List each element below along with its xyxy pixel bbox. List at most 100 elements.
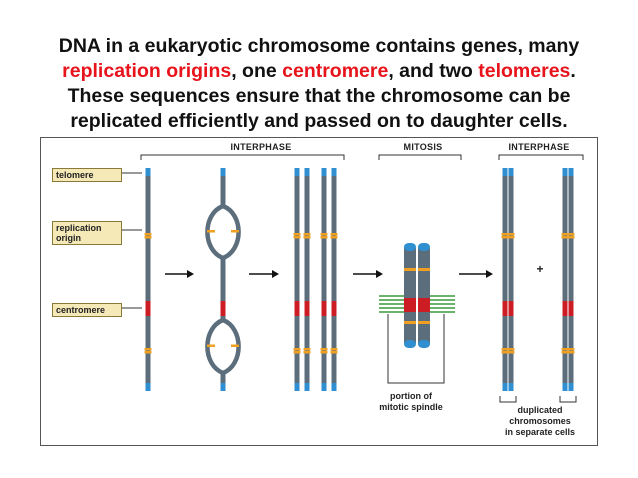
replicated-chromatids-2-b (331, 168, 337, 391)
phase-interphase-right: INTERPHASE (508, 142, 570, 152)
daughter-chromosome-1-b-telomere-bottom (508, 383, 514, 391)
replicated-chromatids-2-a (321, 168, 327, 391)
label-telomere: telomere (52, 168, 122, 182)
daughter-chromosome-2-b-telomere-bottom (568, 383, 574, 391)
phase-mitosis: MITOSIS (403, 142, 443, 152)
duplicated-note: duplicated chromosomes in separate cells (493, 405, 587, 438)
label-origin-line-2: origin (56, 233, 81, 243)
daughter-chromosome-2-a (562, 168, 568, 391)
daughter-chromosome-1-b-origin-2 (507, 348, 515, 351)
replicating-telomere-bottom (220, 383, 226, 391)
daughter-chromosome-1-b-centromere (508, 301, 514, 316)
daughter-chromosome-2-a-origin-1 (561, 236, 569, 239)
replicated-chromatids-1-b-telomere-bottom (304, 383, 310, 391)
replicated-chromatids-2-a-origin-3 (320, 351, 328, 354)
caption: DNA in a eukaryotic chromosome contains … (0, 34, 638, 134)
replicated-chromatids-1-b (304, 168, 310, 391)
daughter-chromosome-2-a-origin-3 (561, 351, 569, 354)
replicated-chromatids-1-b-centromere (304, 301, 310, 316)
label-centromere-text: centromere (56, 305, 106, 315)
chromosome-unreplicated-centromere (145, 301, 151, 316)
bracket-interphase-left (140, 154, 345, 160)
replicated-chromatids-1-a (294, 168, 300, 391)
replicated-chromatids-1-a-telomere-top (294, 168, 300, 176)
replicated-chromatids-2-b-telomere-top (331, 168, 337, 176)
replicated-chromatids-2-a-origin-0 (320, 233, 328, 236)
replicated-chromatids-2-b-origin-1 (330, 236, 338, 239)
caption-line-3: These sequences ensure that the chromoso… (67, 85, 571, 107)
arrow-right-icon-head (376, 270, 383, 278)
daughter-chromosome-1-a-origin-2 (501, 348, 509, 351)
duplicated-note-line-3: in separate cells (504, 427, 576, 437)
mitotic-chromatid-0-telomere-bottom (404, 340, 416, 348)
daughter-chromosome-1-b-telomere-top (508, 168, 514, 176)
replicated-chromatids-1-b-origin-1 (303, 236, 311, 239)
caption-line-1: DNA in a eukaryotic chromosome contains … (58, 35, 580, 57)
daughter-chromosome-1-a-centromere (502, 301, 508, 316)
replicated-chromatids-2-a-centromere (321, 301, 327, 316)
chromosome-unreplicated-origin-0 (144, 233, 152, 236)
bubble-origin-1-l (207, 344, 215, 347)
daughter-chromosome-1-b-origin-3 (507, 351, 515, 354)
daughter-chromosome-1-a-telomere-top (502, 168, 508, 176)
chromosome-unreplicated (145, 168, 151, 391)
daughter-chromosome-2-a-telomere-top (562, 168, 568, 176)
label-origin-line-1: replication (56, 223, 102, 233)
replicated-chromatids-1-a-origin-1 (293, 236, 301, 239)
term-replication-origins: replication origins (62, 60, 232, 82)
daughter-chromosome-1-b (508, 168, 514, 391)
daughter-chromosome-2-a-origin-2 (561, 348, 569, 351)
mitotic-chromatid-1-telomere-top (418, 243, 430, 251)
label-replication-origin: replication origin (52, 221, 122, 245)
daughter-bracket-1 (499, 396, 517, 403)
mitotic-chromatid-0-origin-bottom (404, 321, 416, 324)
mitotic-chromatid-1-centromere (418, 298, 430, 312)
spindle-note-line-2: mitotic spindle (379, 402, 443, 412)
diagram-drawing (122, 154, 584, 403)
daughter-chromosome-1-a-origin-0 (501, 233, 509, 236)
spindle-note: portion of mitotic spindle (361, 391, 461, 413)
daughter-chromosome-1-a-origin-3 (501, 351, 509, 354)
spindle-pointer (387, 314, 445, 384)
replicated-chromatids-1-a-origin-3 (293, 351, 301, 354)
chromosome-diagram: telomere replication origin centromere I… (40, 137, 598, 446)
daughter-chromosome-2-a-telomere-bottom (562, 383, 568, 391)
daughter-chromosome-1-a (502, 168, 508, 391)
replicating-segment-bottom (220, 373, 226, 391)
replicated-chromatids-2-a-telomere-bottom (321, 383, 327, 391)
mitotic-chromatid-1-origin-bottom (418, 321, 430, 324)
replicated-chromatids-2-b-origin-0 (330, 233, 338, 236)
replicated-chromatids-1-a-centromere (294, 301, 300, 316)
replicated-chromatids-1-b-origin-3 (303, 351, 311, 354)
replicated-chromatids-1-b-origin-0 (303, 233, 311, 236)
replicated-chromatids-2-b-centromere (331, 301, 337, 316)
replicated-chromatids-2-a-origin-2 (320, 348, 328, 351)
daughter-chromosome-1-b-origin-1 (507, 236, 515, 239)
replicating-telomere-top (220, 168, 226, 176)
arrow-right-icon-head (187, 270, 194, 278)
replicated-chromatids-2-b-origin-2 (330, 348, 338, 351)
phase-interphase-left: INTERPHASE (230, 142, 292, 152)
label-telomere-text: telomere (56, 170, 94, 180)
chromosome-unreplicated-origin-2 (144, 348, 152, 351)
replicated-chromatids-1-b-origin-2 (303, 348, 311, 351)
bubble-origin-1-r (231, 344, 239, 347)
mitotic-chromatid-0-telomere-top (404, 243, 416, 251)
mitotic-chromatid-1 (418, 243, 430, 348)
duplicated-note-line-1: duplicated (517, 405, 563, 415)
caption-text: , and two (388, 60, 479, 82)
chromosome-unreplicated-telomere-top (145, 168, 151, 176)
replicated-chromatids-1-a-origin-2 (293, 348, 301, 351)
daughter-chromosome-2-b (568, 168, 574, 391)
mitotic-chromatid-0-origin-top (404, 268, 416, 271)
replicated-chromatids-1-a-telomere-bottom (294, 383, 300, 391)
daughter-chromosome-2-b-centromere (568, 301, 574, 316)
caption-line-4: replicated efficiently and passed on to … (70, 110, 568, 132)
term-telomeres: telomeres (478, 60, 571, 82)
caption-text: , one (231, 60, 283, 82)
arrow-right-icon-head (272, 270, 279, 278)
daughter-chromosome-2-b-origin-0 (567, 233, 575, 236)
bracket-mitosis (378, 154, 462, 160)
replicated-chromatids-2-a-origin-1 (320, 236, 328, 239)
daughter-chromosome-1-a-telomere-bottom (502, 383, 508, 391)
